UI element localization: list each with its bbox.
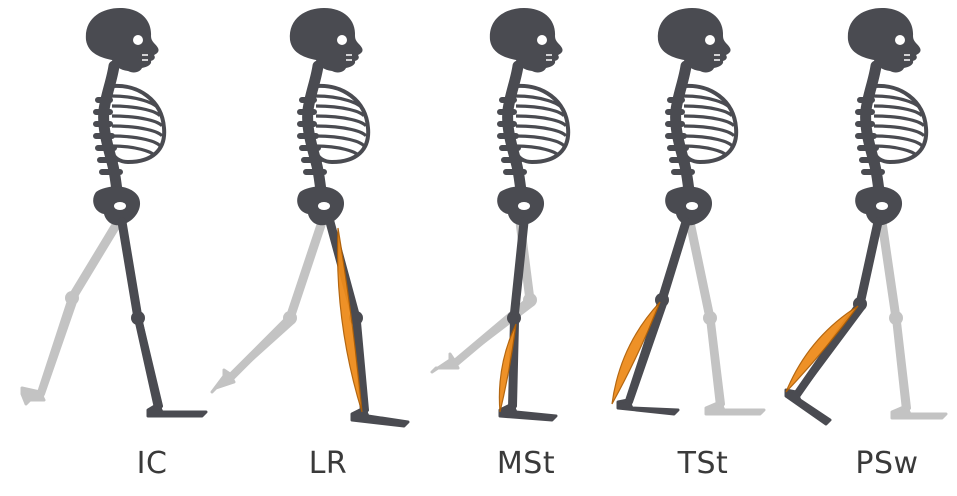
upper-body-bones bbox=[658, 8, 736, 225]
skeleton-lr bbox=[212, 8, 408, 426]
muscle-highlight bbox=[786, 306, 858, 392]
phase-label-mst: MSt bbox=[456, 446, 596, 481]
phase-label-ic: IC bbox=[82, 446, 222, 481]
skeleton-ic bbox=[22, 8, 206, 416]
upper-body-bones bbox=[848, 8, 926, 225]
upper-body-bones bbox=[86, 8, 164, 225]
upper-body-bones bbox=[490, 8, 568, 225]
skeleton-psw bbox=[786, 8, 946, 424]
skeleton-illustrations bbox=[0, 0, 957, 440]
phase-label-lr: LR bbox=[258, 446, 398, 481]
upper-body-bones bbox=[290, 8, 368, 225]
phase-label-tst: TSt bbox=[633, 446, 773, 481]
phase-label-psw: PSw bbox=[817, 446, 957, 481]
skeleton-mst bbox=[432, 8, 568, 420]
skeleton-tst bbox=[612, 8, 764, 414]
